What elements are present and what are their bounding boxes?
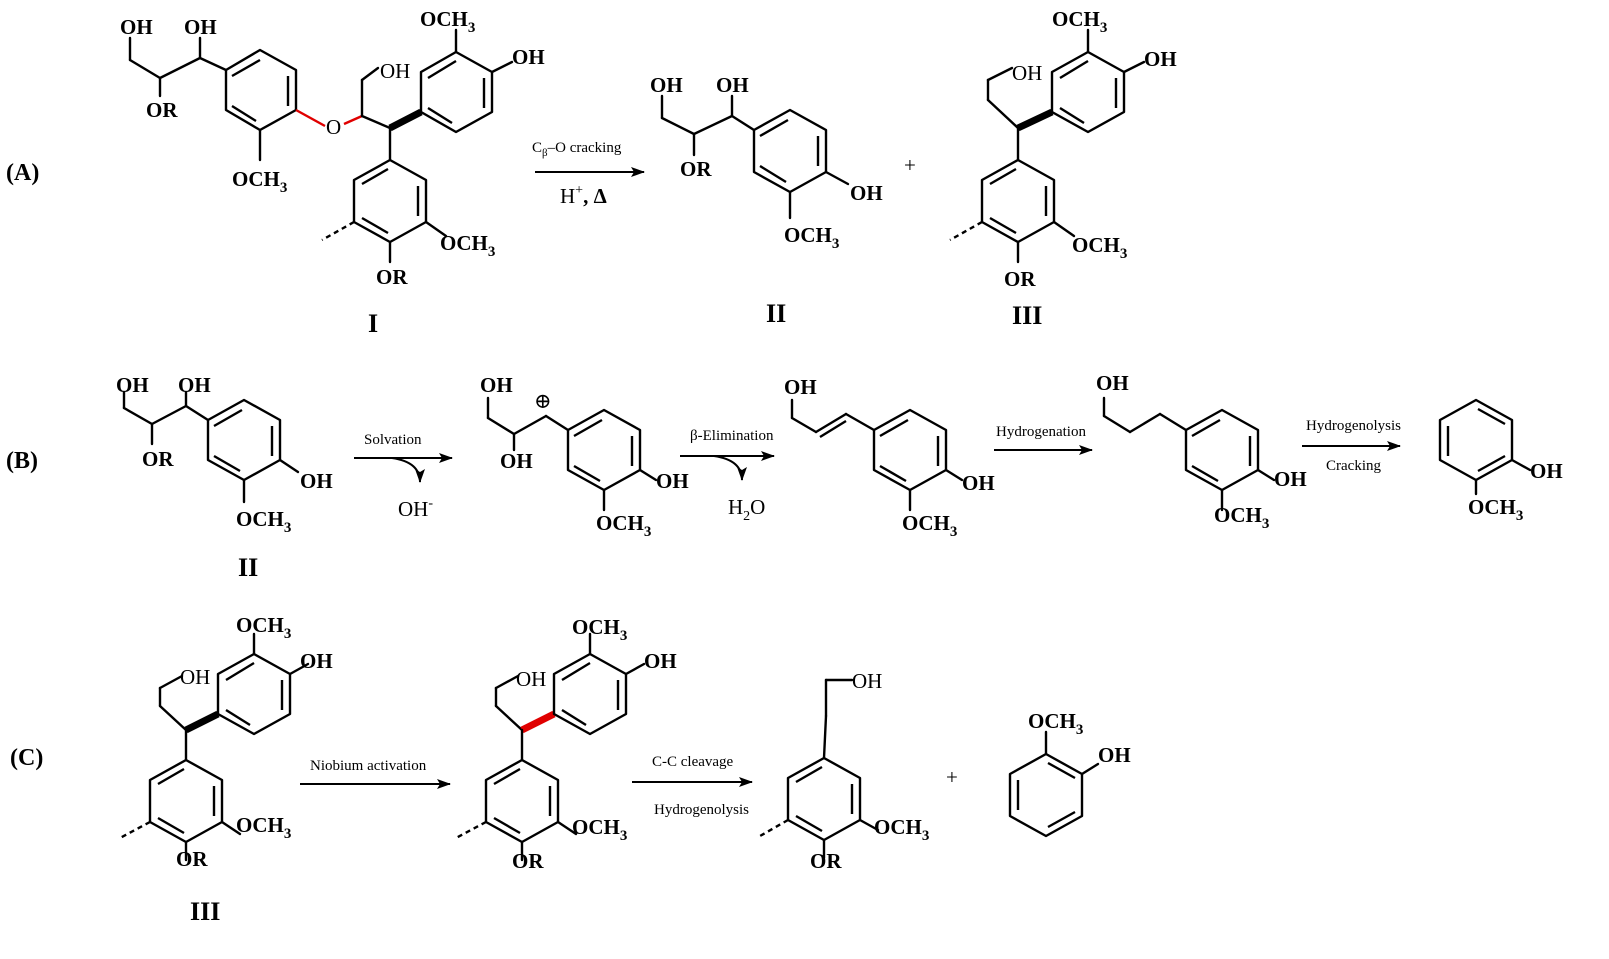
act-och-1: OCH3 (572, 615, 627, 644)
compound-label-I: I (368, 309, 378, 338)
c-III-oh-2: OH (300, 649, 333, 673)
cat-oh-1: OH (480, 373, 513, 397)
con-och: OCH3 (902, 511, 957, 540)
panel-label-a: (A) (6, 160, 39, 186)
compound-II-structure (660, 94, 850, 220)
activated-III-structure (455, 632, 646, 862)
I-ether-o: O (326, 115, 341, 139)
con-oh-2: OH (962, 471, 995, 495)
II-or: OR (680, 157, 712, 181)
arrow-b1-bottom-label: OH- (398, 496, 433, 521)
I-or-1: OR (146, 98, 178, 122)
con-oh-1: OH (784, 375, 817, 399)
prod-oh: OH (852, 669, 882, 693)
I-och-3: OCH3 (440, 231, 495, 260)
arrow-c2-top-label: C-C cleavage (652, 754, 734, 770)
I-oh-1: OH (120, 15, 153, 39)
compound-label-III-a: III (1012, 301, 1042, 330)
arrow-b2-bottom-label: H2O (728, 495, 765, 524)
arrow-b3-top-label: Hydrogenation (996, 424, 1086, 440)
III-a-och-2: OCH3 (1072, 233, 1127, 262)
arrow-b1-top-label: Solvation (364, 432, 422, 448)
III-a-oh-1: OH (1012, 61, 1042, 85)
plus-c: + (946, 765, 958, 789)
dhc-oh-2: OH (1274, 467, 1307, 491)
act-oh-2: OH (644, 649, 677, 673)
cation-symbol: ⊕ (534, 389, 552, 413)
guaiacol-structure-c (1008, 730, 1100, 838)
compound-label-II-b: II (238, 553, 258, 582)
II-oh-3: OH (850, 181, 883, 205)
c-III-och-2: OCH3 (236, 813, 291, 842)
c-III-och-1: OCH3 (236, 613, 291, 642)
ring-a2 (419, 50, 494, 134)
ring-a3 (352, 158, 428, 244)
prod-och: OCH3 (874, 815, 929, 844)
dhc-och: OCH3 (1214, 503, 1269, 532)
compound-II-structure-b (122, 390, 300, 504)
II-oh-1: OH (650, 73, 683, 97)
gua-c-oh: OH (1098, 743, 1131, 767)
b-II-or: OR (142, 447, 174, 471)
III-a-oh-2: OH (1144, 47, 1177, 71)
III-a-or: OR (1004, 267, 1036, 291)
arrow-b2-top-label: β-Elimination (690, 428, 774, 444)
compound-III-structure-a (949, 28, 1146, 264)
prod-or: OR (810, 849, 842, 873)
ring-a1 (224, 48, 298, 132)
coniferyl-alcohol-structure (790, 398, 964, 512)
dihydroconiferyl-alcohol-structure (1102, 396, 1276, 512)
act-or: OR (512, 849, 544, 873)
gua-b-oh: OH (1530, 459, 1563, 483)
arrow-a-bottom-label: H+, Δ (560, 183, 607, 208)
arrow-a-top-label: Cβ–O cracking (532, 140, 622, 159)
propanol-product-structure (759, 678, 880, 860)
cat-oh-3: OH (656, 469, 689, 493)
compound-label-II: II (766, 299, 786, 328)
panel-label-c: (C) (10, 745, 43, 771)
III-a-och-1: OCH3 (1052, 7, 1107, 36)
II-och: OCH3 (784, 223, 839, 252)
gua-c-och: OCH3 (1028, 709, 1083, 738)
dhc-oh-1: OH (1096, 371, 1129, 395)
arrow-c1-top-label: Niobium activation (310, 758, 427, 774)
gua-b-och: OCH3 (1468, 495, 1523, 524)
arrow-b4-top-label: Hydrogenolysis (1306, 418, 1401, 434)
act-och-2: OCH3 (572, 815, 627, 844)
II-oh-2: OH (716, 73, 749, 97)
compound-label-III-c: III (190, 897, 220, 926)
arrow-b4-bottom-label: Cracking (1326, 458, 1381, 474)
panel-label-b: (B) (6, 448, 38, 474)
I-och-1: OCH3 (232, 167, 287, 196)
act-oh-1: OH (516, 667, 546, 691)
compound-I-structure (128, 28, 514, 264)
I-oh-3: OH (380, 59, 410, 83)
b-II-oh-3: OH (300, 469, 333, 493)
plus-a: + (904, 153, 916, 177)
cat-oh-2: OH (500, 449, 533, 473)
b-II-oh-1: OH (116, 373, 149, 397)
c-III-oh-1: OH (180, 665, 210, 689)
b-II-oh-2: OH (178, 373, 211, 397)
I-oh-2: OH (184, 15, 217, 39)
cat-och: OCH3 (596, 511, 651, 540)
c-III-or: OR (176, 847, 208, 871)
I-oh-4: OH (512, 45, 545, 69)
compound-III-structure-c (119, 632, 310, 862)
cation-intermediate-structure (486, 396, 658, 512)
arrow-c2-bottom-label: Hydrogenolysis (654, 802, 749, 818)
guaiacol-structure-b (1438, 398, 1532, 496)
I-or-2: OR (376, 265, 408, 289)
b-II-och: OCH3 (236, 507, 291, 536)
I-och-2: OCH3 (420, 7, 475, 36)
